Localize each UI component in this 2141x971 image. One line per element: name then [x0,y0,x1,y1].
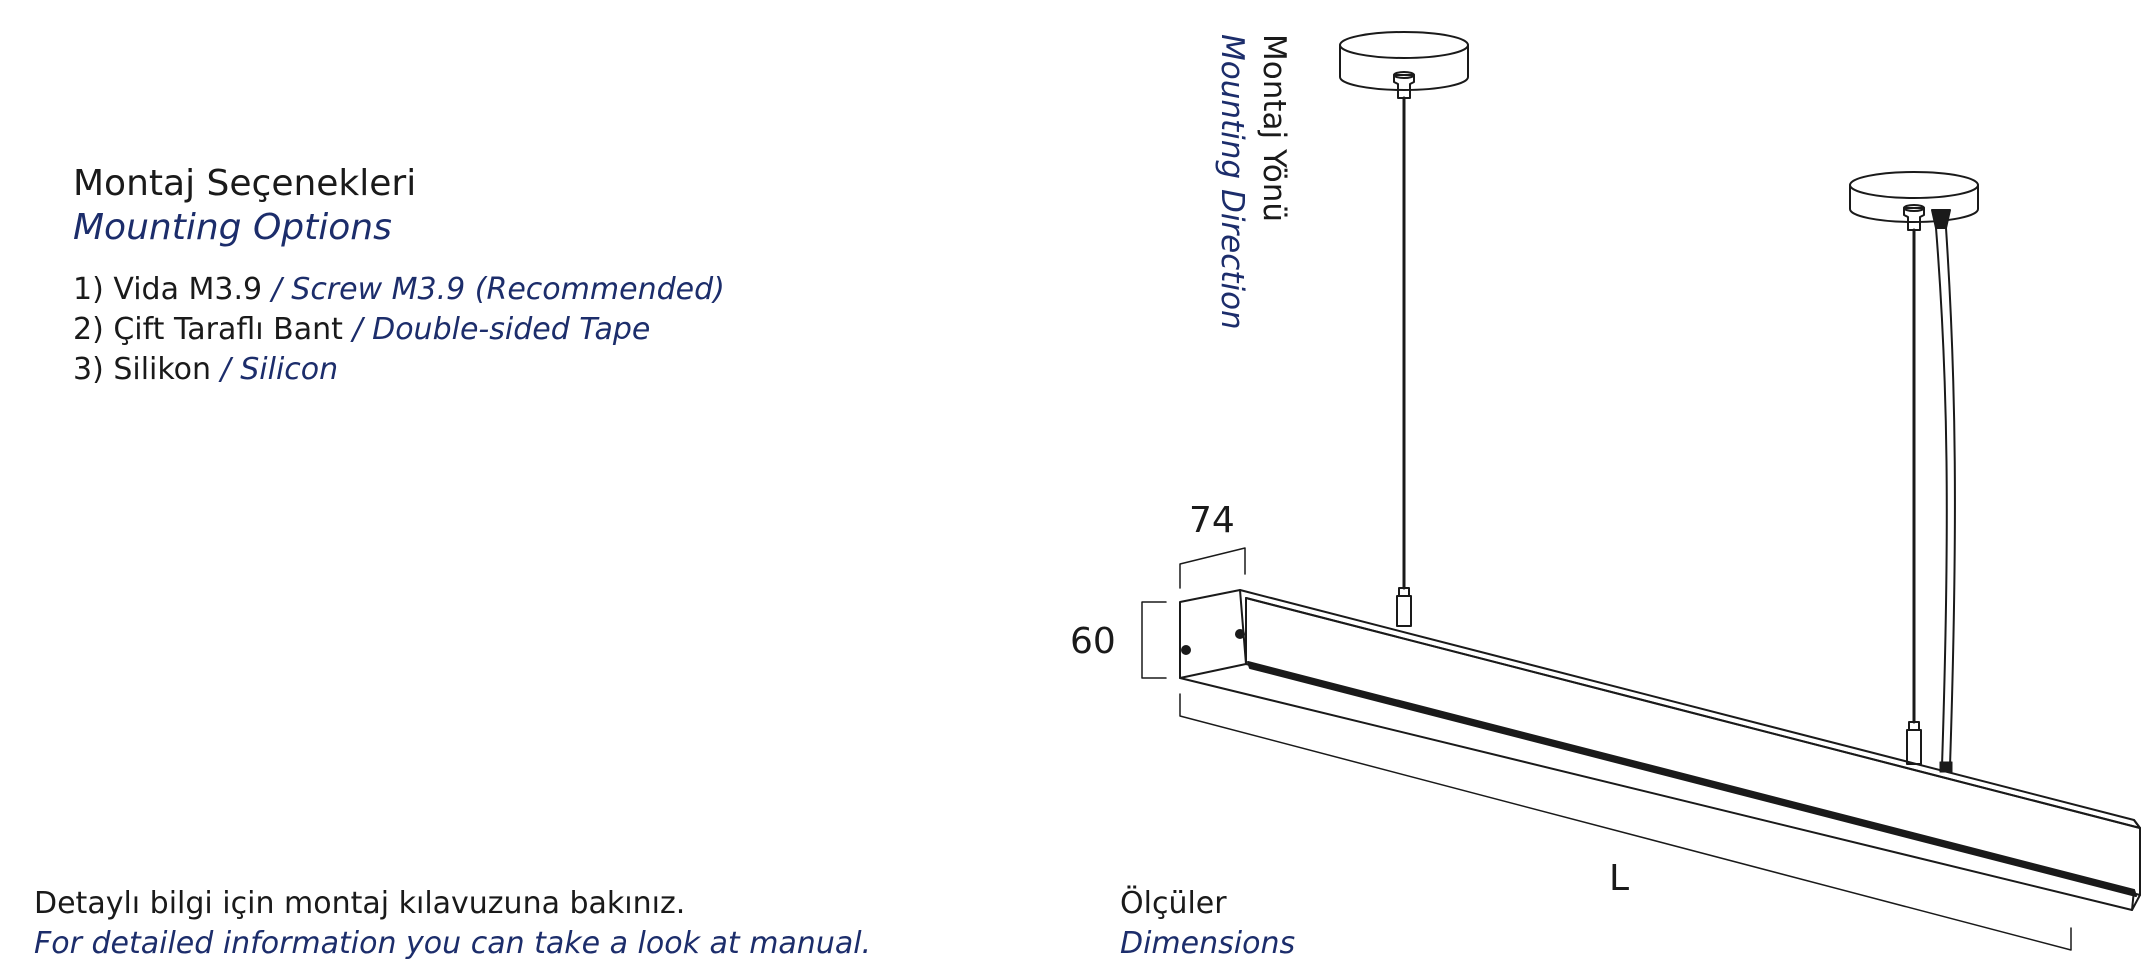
manual-note-tr: Detaylı bilgi için montaj kılavuzuna bak… [34,886,686,921]
ceiling-canopy-left [1339,31,1469,99]
luminaire-profile [1179,589,2141,911]
power-cable [1935,227,1948,767]
mounting-option-tr: 2) Çift Taraflı Bant [73,312,343,347]
cable-gripper-right [1906,721,1922,765]
dimension-width-value: 74 [1189,500,1235,541]
cable-gripper-left [1396,587,1412,627]
mounting-direction-tr: Montaj Yönü [1256,34,1292,222]
mounting-option-item: 2) Çift Taraflı Bant / Double-sided Tape [73,310,725,350]
mounting-options-title-tr: Montaj Seçenekleri [73,163,417,204]
dimension-width [1179,547,1246,589]
manual-note-en: For detailed information you can take a … [34,926,872,961]
dimension-length [1179,693,2072,951]
dimension-height [1141,601,1167,679]
mounting-option-item: 1) Vida M3.9 / Screw M3.9 (Recommended) [73,270,725,310]
dimension-length-value: L [1609,858,1629,899]
dimension-height-value: 60 [1070,621,1116,662]
mounting-option-tr: 3) Silikon [73,352,212,387]
mounting-option-en: / Double-sided Tape [342,312,651,347]
mounting-option-en: / Screw M3.9 (Recommended) [262,272,725,307]
mounting-options-list: 1) Vida M3.9 / Screw M3.9 (Recommended) … [73,270,725,390]
mounting-direction-en: Mounting Direction [1214,34,1250,330]
mounting-options-section: Montaj Seçenekleri Mounting Options 1) V… [73,162,725,390]
mounting-option-tr: 1) Vida M3.9 [73,272,263,307]
ceiling-canopy-right [1849,171,1979,231]
dimensions-label-tr: Ölçüler [1120,886,1227,921]
dimensions-label: Ölçüler Dimensions [1120,884,1295,964]
dimensions-label-en: Dimensions [1120,926,1296,961]
mounting-option-en: / Silicon [211,352,339,387]
mounting-options-title-en: Mounting Options [73,207,392,248]
mounting-option-item: 3) Silikon / Silicon [73,350,725,390]
manual-note: Detaylı bilgi için montaj kılavuzuna bak… [34,884,871,964]
